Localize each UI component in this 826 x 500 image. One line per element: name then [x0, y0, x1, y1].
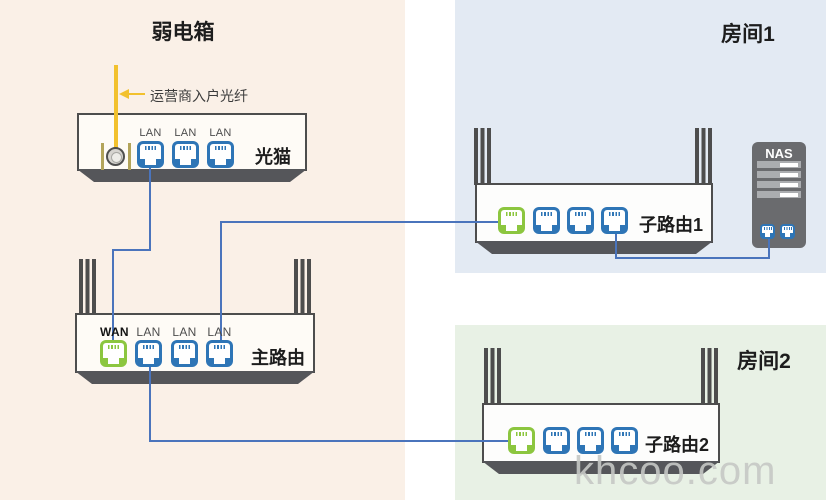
cable-mainrouter-to-subrouter1	[220, 221, 501, 223]
port-label-lan: LAN	[207, 325, 232, 339]
cable-mainrouter-to-subrouter2	[149, 440, 510, 442]
wan-port-icon	[100, 340, 127, 367]
wan-port-icon	[498, 207, 525, 234]
fiber-cable	[114, 65, 118, 150]
cable-subrouter1-to-nas	[768, 239, 770, 259]
watermark: khcoo.com	[574, 449, 777, 493]
lan-port-icon	[207, 141, 234, 168]
nas-drive-bay	[757, 181, 801, 188]
cable-modem-to-mainrouter	[112, 249, 151, 251]
wan-port-icon	[508, 427, 535, 454]
lan-port-icon	[567, 207, 594, 234]
fiber-label: 运营商入户光纤	[150, 88, 248, 104]
antenna-icon	[701, 348, 718, 405]
port-label-lan: LAN	[136, 325, 161, 339]
fiber-arrow-icon	[119, 89, 129, 99]
cable-subrouter1-to-nas	[615, 232, 617, 259]
fiber-arrow-line	[129, 93, 145, 95]
nas-drive-bay	[757, 161, 801, 168]
lan-port-icon	[601, 207, 628, 234]
fiber-port-icon	[101, 143, 104, 170]
sub-router1-base	[475, 241, 713, 254]
nas-port-icon	[780, 224, 795, 239]
modem-base	[77, 169, 307, 182]
cable-mainrouter-to-subrouter2	[149, 366, 151, 442]
fiber-port-icon	[106, 147, 125, 166]
nas-drive-bay	[757, 191, 801, 198]
main-router-label: 主路由	[251, 348, 305, 368]
antenna-icon	[79, 259, 96, 315]
zone-title-weak-box: 弱电箱	[151, 21, 215, 44]
port-label-lan: LAN	[209, 127, 232, 139]
lan-port-icon	[206, 340, 233, 367]
antenna-icon	[484, 348, 501, 405]
cable-modem-to-mainrouter	[112, 249, 114, 341]
zone-title-room2: 房间2	[737, 350, 791, 373]
lan-port-icon	[543, 427, 570, 454]
antenna-icon	[474, 128, 491, 185]
lan-port-icon	[172, 141, 199, 168]
zone-title-room1: 房间1	[721, 23, 775, 46]
lan-port-icon	[533, 207, 560, 234]
main-router-base	[75, 371, 315, 384]
antenna-icon	[695, 128, 712, 185]
lan-port-icon	[577, 427, 604, 454]
lan-port-icon	[611, 427, 638, 454]
lan-port-icon	[137, 141, 164, 168]
port-label-lan: LAN	[172, 325, 197, 339]
modem-label: 光猫	[255, 147, 291, 167]
cable-subrouter1-to-nas	[615, 257, 770, 259]
cable-mainrouter-to-subrouter1	[220, 221, 222, 341]
zone-weak-current-box	[0, 0, 405, 500]
lan-port-icon	[171, 340, 198, 367]
port-label-wan: WAN	[100, 325, 129, 339]
sub-router1-label: 子路由1	[639, 215, 704, 235]
port-label-lan: LAN	[139, 127, 162, 139]
sub-router2-base	[482, 461, 720, 474]
port-label-lan: LAN	[174, 127, 197, 139]
antenna-icon	[294, 259, 311, 315]
sub-router2-label: 子路由2	[645, 435, 710, 455]
nas-drive-bay	[757, 171, 801, 178]
cable-modem-to-mainrouter	[149, 166, 151, 251]
nas-label: NAS	[765, 146, 793, 161]
nas-port-icon	[760, 224, 775, 239]
fiber-port-icon	[128, 143, 131, 170]
lan-port-icon	[135, 340, 162, 367]
